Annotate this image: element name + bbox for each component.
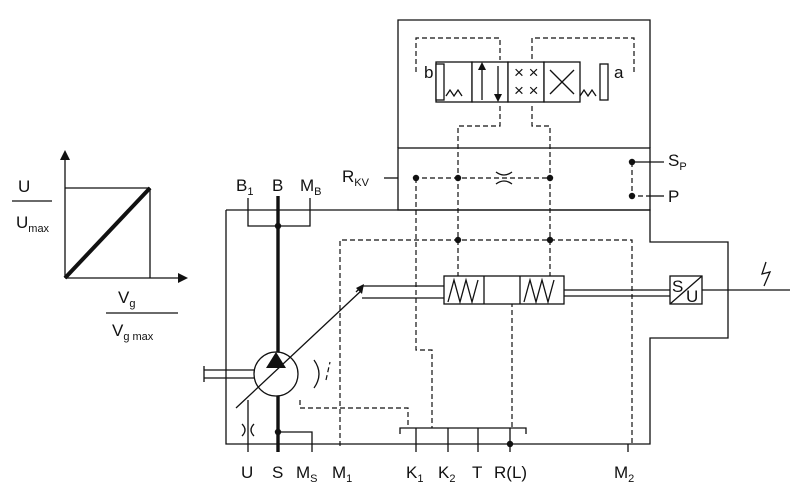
pilot-line-sp (631, 162, 650, 197)
cylinder-body (443, 275, 565, 305)
pump-swivel-indicator (325, 361, 331, 381)
port-ms-label: MS (296, 463, 318, 485)
port-ticks (384, 161, 664, 197)
valve-center-marks: × × (514, 63, 539, 82)
pilot-line-center-left (457, 106, 501, 240)
port-p-label: P (668, 187, 679, 206)
port-k1-label: K1 (406, 463, 423, 485)
cylinder-spring-right (523, 277, 555, 305)
valve-label-b: b (424, 63, 433, 82)
throttle-arc-bottom (495, 180, 513, 185)
port-s-label: S (272, 463, 283, 482)
top-port-labels: B1 B MB (236, 176, 322, 198)
pump-housing (225, 209, 729, 445)
junction-mid-left (454, 174, 462, 182)
port-sp-label: SP (668, 151, 687, 173)
port-mb-label: MB (300, 176, 322, 198)
variable-pump (203, 284, 364, 409)
graph-y-label-numerator: U (18, 177, 30, 196)
graph-x-label-numerator: Vg (118, 288, 135, 310)
solenoid-diagonal (669, 275, 703, 305)
main-lines (241, 196, 313, 452)
port-m1-label: M1 (332, 463, 352, 485)
valve-arrowhead-2 (494, 94, 502, 102)
pilot-line-center-right (531, 106, 551, 240)
valve-cross-2 (549, 69, 575, 95)
port-rl-label: R(L) (494, 463, 527, 482)
throttle-arc-top (495, 171, 513, 176)
throttle-center (495, 171, 513, 185)
valve-envelope-mid1 (471, 61, 509, 103)
junction-mid-right (546, 174, 554, 182)
piston-rod (355, 285, 444, 299)
valve-actuator-b (435, 63, 445, 101)
control-valve-block (397, 19, 651, 211)
valve-actuator-a (599, 63, 609, 101)
valve-center-marks-2: × × (514, 81, 539, 100)
drain-manifold (399, 427, 629, 452)
throttle-u (241, 423, 255, 437)
pilot-to-drain (415, 178, 433, 428)
line-ms-connection (278, 431, 313, 452)
junction-dots (412, 158, 636, 244)
bottom-port-labels: U S MS M1 K1 K2 T R(L) M2 (241, 463, 634, 485)
pump-variable-arrow (235, 289, 363, 409)
valve-block-lower (397, 147, 651, 211)
valve-spring-a (579, 88, 597, 98)
port-m2-label: M2 (614, 463, 634, 485)
junction-rkv (412, 174, 420, 182)
pump-rotation-arrow-icon (313, 359, 320, 389)
junction-low-right (546, 236, 554, 244)
valve-arrowhead-1 (478, 62, 486, 70)
junction-s (274, 428, 282, 436)
junction-rl (506, 440, 514, 448)
pilot-line-right (531, 37, 635, 72)
solenoid-s-label: S (672, 277, 683, 296)
valve-label-a: a (614, 63, 624, 82)
pilot-line-left (415, 37, 501, 72)
junction-b (274, 222, 282, 230)
directional-valve: × × × × b a (424, 61, 624, 103)
port-rkv-label: RKV (342, 167, 370, 189)
manifold-bar (399, 427, 527, 434)
port-t-label: T (472, 463, 482, 482)
characteristic-graph: U Umax Vg Vg max (12, 150, 188, 343)
graph-y-label-denominator: Umax (16, 213, 50, 235)
pump-variable-arrowhead (356, 284, 364, 294)
port-u-label: U (241, 463, 253, 482)
solenoid-u-label: U (686, 287, 698, 306)
pump-triangle-icon (266, 352, 286, 368)
electrical-lightning-icon (761, 261, 772, 287)
graph-x-arrow (178, 273, 188, 283)
valve-spring-b (445, 88, 463, 98)
adjusting-cylinder (355, 275, 670, 305)
housing-outline (225, 209, 729, 445)
graph-x-label-denominator: Vg max (112, 321, 154, 343)
valve-block-upper (397, 19, 651, 148)
junction-p (628, 192, 636, 200)
port-b-label: B (272, 176, 283, 195)
port-b1-label: B1 (236, 176, 253, 198)
pilot-loop (339, 239, 633, 446)
pump-swivel-feedback (299, 400, 409, 428)
graph-characteristic-line (63, 186, 152, 280)
port-k2-label: K2 (438, 463, 455, 485)
valve-envelope-mid2 (507, 61, 545, 103)
graph-y-arrow (60, 150, 70, 160)
right-port-labels: RKV SP P (342, 151, 687, 206)
junction-low-left (454, 236, 462, 244)
cylinder-spring-left (447, 277, 479, 305)
proportional-solenoid: S U (669, 261, 790, 306)
